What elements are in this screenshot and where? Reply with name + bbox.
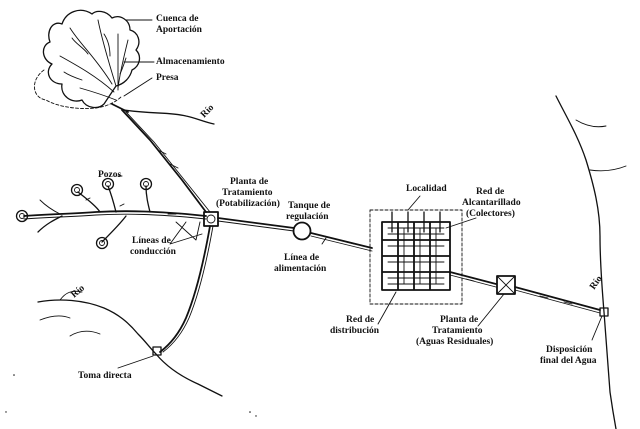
- label-rio-left: Río: [70, 283, 88, 300]
- discharge-line: [514, 286, 601, 314]
- leader-red-distribucion: [377, 291, 397, 325]
- river-top: [123, 109, 215, 125]
- label-presa: Presa: [156, 73, 179, 83]
- wastewater-plant-icon: [496, 275, 516, 295]
- speck: [249, 411, 251, 413]
- river-right-tributaries: [575, 119, 627, 172]
- feed-line-2: [310, 232, 373, 252]
- locality: [369, 195, 477, 325]
- label-almacenamiento: Almacenamiento: [156, 57, 225, 67]
- leader-planta-residuales: [477, 293, 505, 327]
- leader-toma: [117, 355, 154, 369]
- leader-disposicion: [591, 315, 603, 341]
- conduction-main: [23, 210, 207, 217]
- river-right: [555, 95, 617, 429]
- label-rio-top: Río: [199, 103, 216, 120]
- speck: [13, 374, 15, 376]
- label-tanque-2: regulación: [286, 212, 329, 222]
- watershed: [34, 9, 155, 109]
- dam-conduit: [121, 109, 211, 213]
- label-tanque-1: Tanque de: [288, 201, 330, 211]
- watershed-outline: [42, 9, 141, 109]
- leader-presa: [123, 77, 153, 97]
- locality-dashed-outline: [369, 209, 463, 305]
- well-icon-3: [101, 177, 115, 191]
- label-red-dist-1: Red de: [346, 315, 374, 325]
- feed-line-1: [217, 217, 295, 232]
- label-alcant-3: (Colectores): [466, 208, 515, 219]
- label-planta1-1: Planta de: [230, 177, 268, 187]
- sewer-outfall: [449, 271, 497, 288]
- label-alcant-2: Alcantarillado: [462, 198, 521, 208]
- label-pozos: Pozos: [98, 170, 122, 180]
- label-toma: Toma directa: [78, 371, 132, 381]
- label-disp-2: final del Agua: [540, 356, 597, 366]
- sewer-network: [391, 211, 441, 233]
- label-lineas-2: conducción: [130, 247, 177, 257]
- watershed-inner: [59, 19, 129, 101]
- river-left-tributaries: [39, 290, 101, 337]
- leader-alcantarillado: [445, 217, 477, 229]
- well-icon-5: [95, 236, 109, 250]
- wells-network: [15, 175, 207, 250]
- distribution-network: [381, 221, 451, 291]
- conduction-bracket: [175, 221, 201, 241]
- label-linea-alim-1: Línea de: [284, 253, 319, 263]
- direct-intake-conduit: [159, 225, 214, 353]
- well-icon-4: [139, 177, 153, 191]
- label-cuenca-1: Cuenca de: [156, 14, 199, 24]
- label-planta2-3: (Aguas Residuales): [416, 336, 493, 347]
- direct-intake-icon: [152, 346, 162, 356]
- label-cuenca-2: Aportación: [156, 25, 203, 35]
- label-planta1-2: Tratamiento: [222, 188, 273, 198]
- label-planta1-3: (Potabilización): [216, 198, 280, 209]
- well-icon-1: [15, 209, 29, 223]
- speck: [5, 411, 7, 413]
- final-disposal-icon: [599, 307, 609, 317]
- potabilization-plant-icon: [203, 211, 219, 227]
- leader-linea-alimentacion: [321, 237, 327, 245]
- leader-localidad: [407, 195, 421, 211]
- regulation-tank-icon: [292, 221, 312, 241]
- label-planta2-2: Tratamiento: [432, 326, 483, 336]
- label-lineas-1: Líneas de: [132, 236, 171, 246]
- speck: [255, 415, 257, 417]
- label-localidad: Localidad: [406, 184, 447, 194]
- reservoir-dashed-outline: [34, 69, 123, 109]
- label-alcant-1: Red de: [476, 187, 504, 197]
- river-left: [37, 299, 223, 397]
- label-planta2-1: Planta de: [440, 315, 478, 325]
- label-disp-1: Disposición: [546, 345, 593, 355]
- label-red-dist-2: distribución: [330, 326, 380, 336]
- label-linea-alim-2: alimentación: [274, 264, 327, 274]
- watershed-inner-2: [63, 33, 127, 81]
- well-icon-2: [70, 183, 84, 197]
